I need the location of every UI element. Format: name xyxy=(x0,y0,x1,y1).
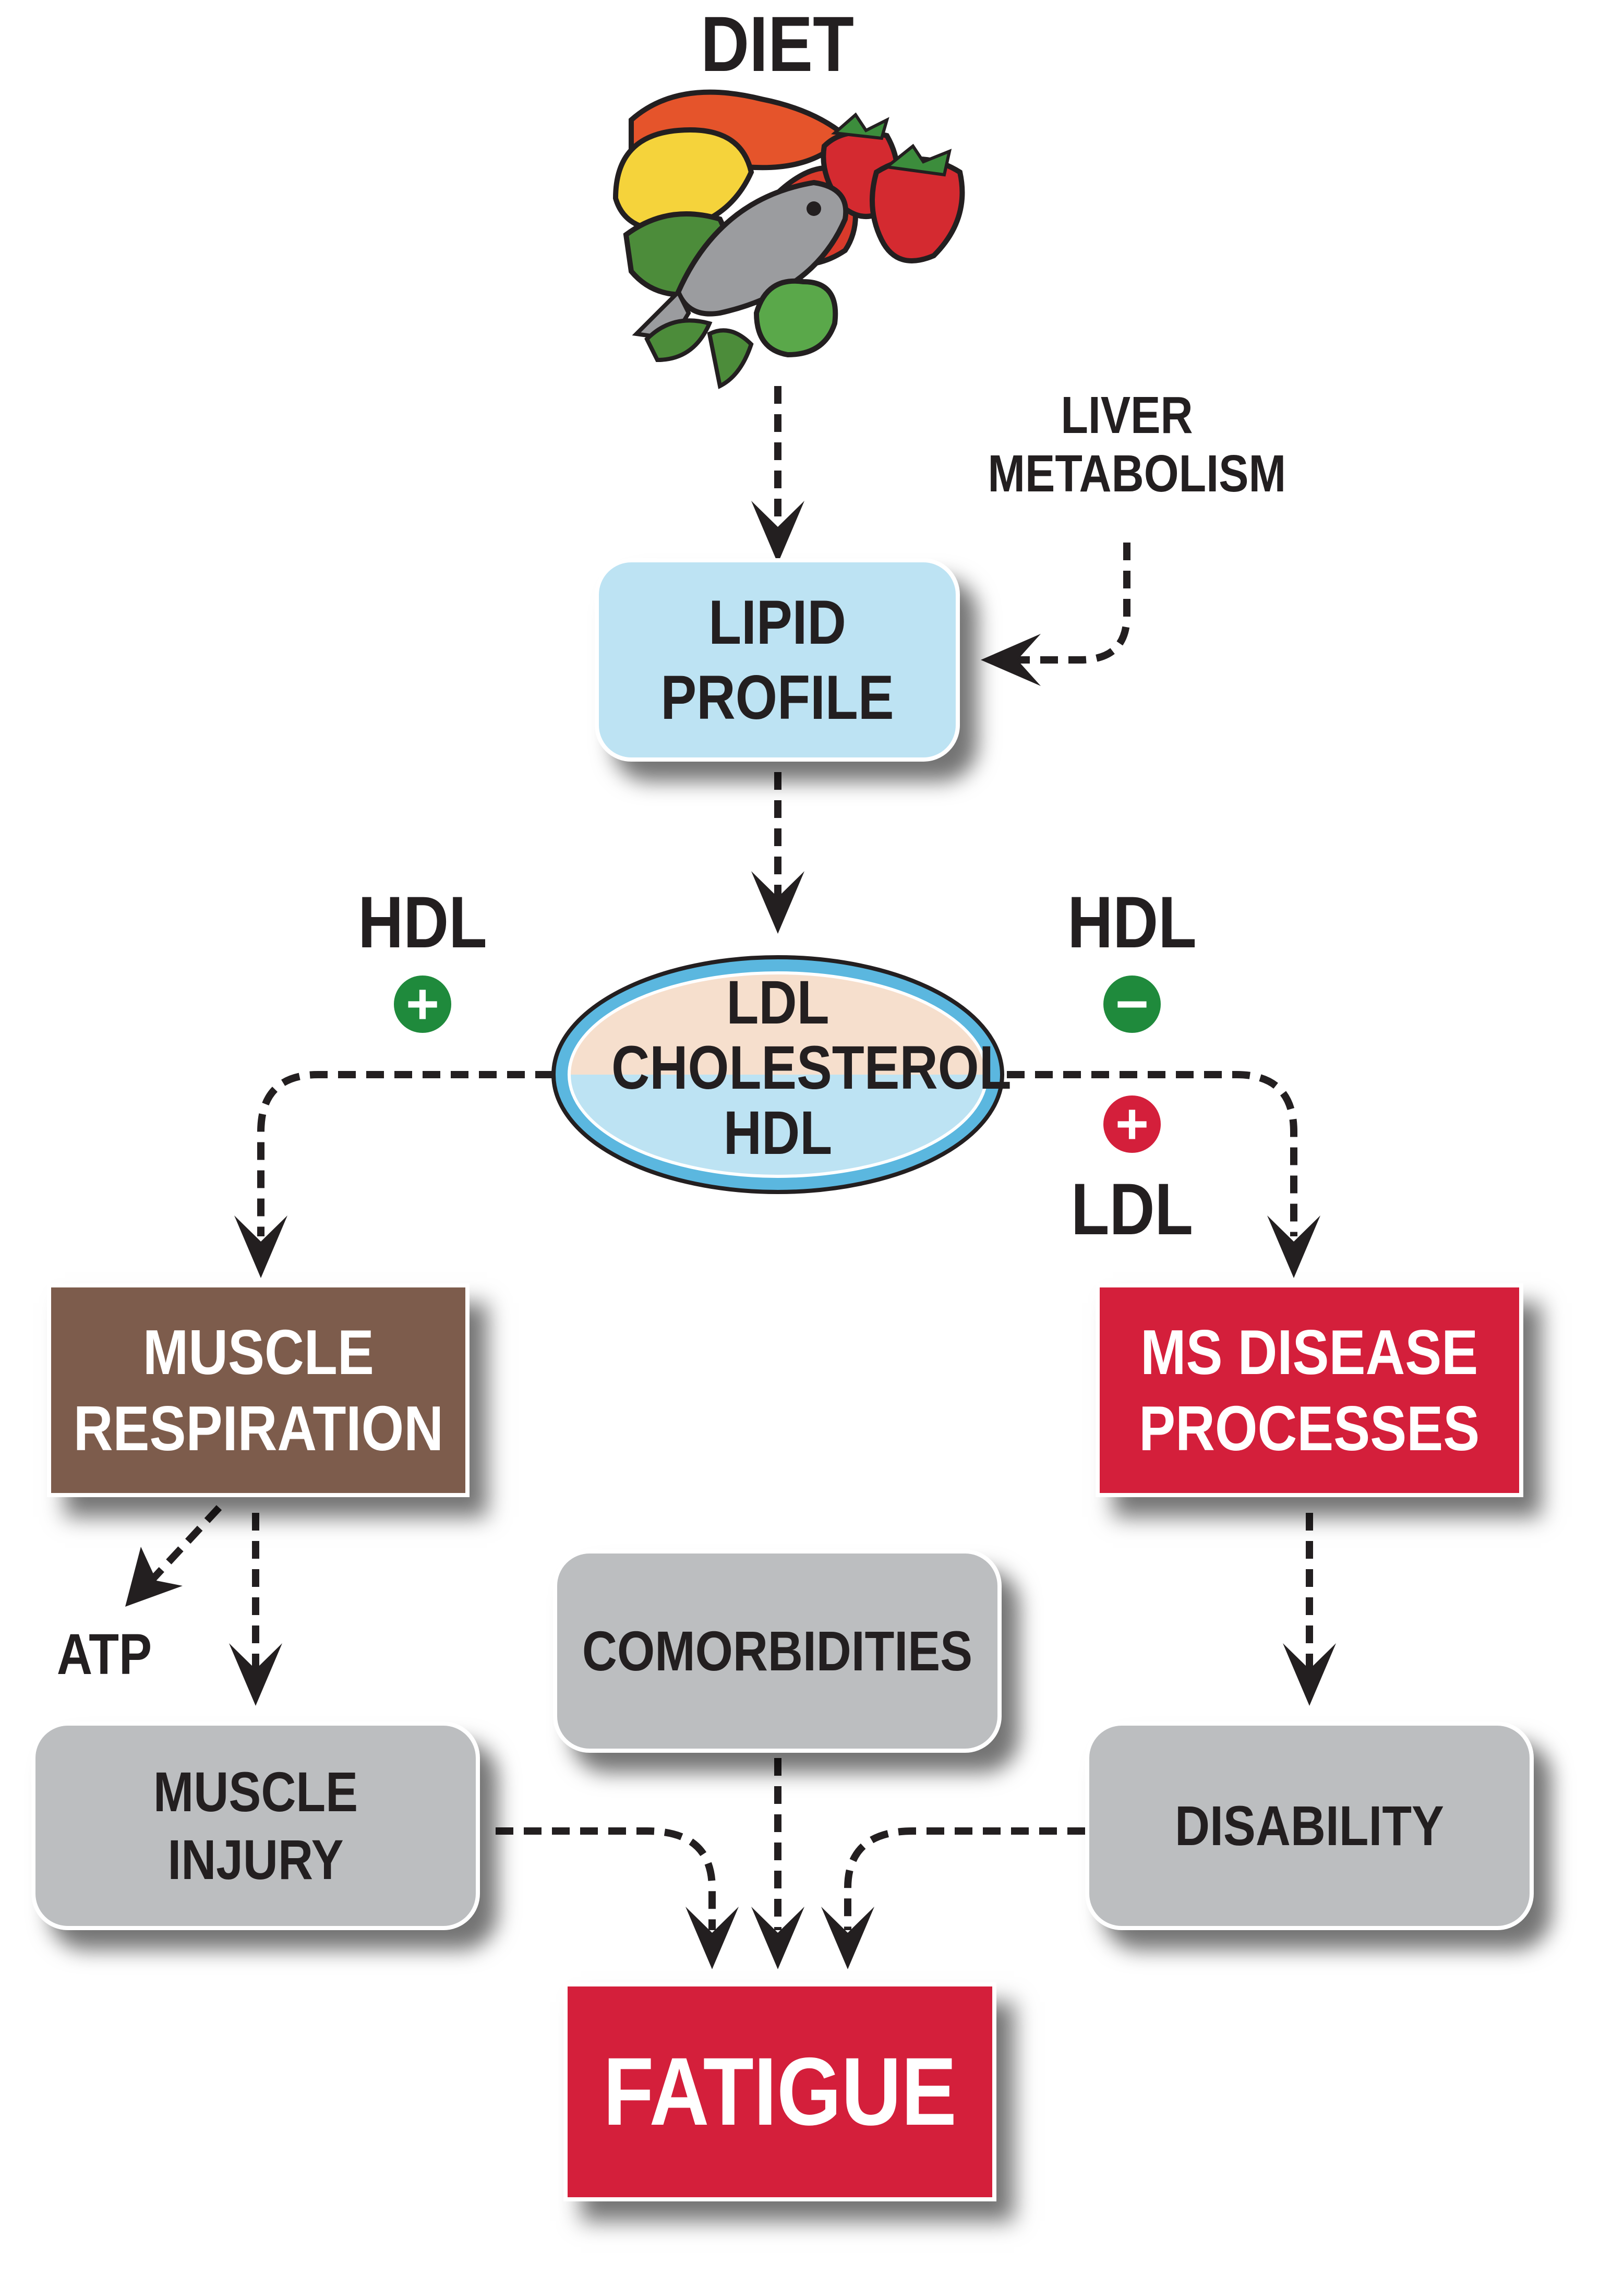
atp-label: ATP xyxy=(56,1622,152,1687)
ellipse-ldl: LDL xyxy=(726,968,829,1037)
plus-icon: + xyxy=(394,976,451,1033)
muscle-injury-box: MUSCLE INJURY xyxy=(31,1721,480,1930)
arrowhead-diet-lipid xyxy=(751,501,804,563)
arrowhead-disability xyxy=(1283,1643,1336,1706)
plus-red-icon: + xyxy=(1103,1095,1161,1153)
right-hdl-label: HDL xyxy=(1067,881,1197,963)
muscle-respiration-line1: MUSCLE xyxy=(142,1316,374,1388)
arrowhead-fatigue-mid xyxy=(751,1907,804,1969)
ellipse-hdl: HDL xyxy=(723,1099,833,1168)
lipid-profile-line1: LIPID xyxy=(708,587,846,657)
ellipse-cholesterol: CHOLESTEROL xyxy=(611,1033,1012,1103)
comorbidities-label: COMORBIDITIES xyxy=(582,1619,973,1683)
lipid-ellipse xyxy=(551,955,1004,1194)
ms-disease-line1: MS DISEASE xyxy=(1140,1316,1478,1388)
arrowhead-fatigue-right xyxy=(821,1907,874,1969)
liver-to-lipid-arrow xyxy=(1012,543,1130,664)
arrowhead-atp xyxy=(125,1547,183,1607)
muscle-injury-line1: MUSCLE xyxy=(153,1760,358,1824)
arrowhead-muscle-respiration xyxy=(234,1215,287,1278)
lipid-profile-line2: PROFILE xyxy=(660,663,894,732)
muscle-respiration-box: MUSCLE RESPIRATION xyxy=(47,1283,470,1497)
liver-metabolism-label: LIVER METABOLISM xyxy=(988,386,1286,503)
diet-title: DIET xyxy=(701,0,854,88)
food-group-icon xyxy=(612,89,965,389)
arrowhead-injury xyxy=(229,1643,282,1706)
muscle-respiration-to-atp-arrow xyxy=(148,1505,222,1583)
ellipse-to-muscle-respiration-arrow xyxy=(257,1071,553,1236)
disability-box: DISABILITY xyxy=(1085,1721,1534,1930)
comorbidities-box: COMORBIDITIES xyxy=(553,1549,1002,1753)
arrowhead-ms-disease xyxy=(1267,1215,1320,1278)
ellipse-text: LDL CHOLESTEROL HDL xyxy=(611,968,1012,1168)
fatigue-label: FATIGUE xyxy=(603,2038,957,2146)
ms-disease-box: MS DISEASE PROCESSES xyxy=(1096,1283,1523,1497)
liver-line2: METABOLISM xyxy=(988,444,1286,503)
left-hdl-label: HDL xyxy=(358,881,487,963)
fatigue-box: FATIGUE xyxy=(563,1982,996,2201)
ellipse-to-ms-disease-arrow xyxy=(1007,1071,1297,1236)
arrowhead-fatigue-left xyxy=(685,1907,739,1969)
disability-to-fatigue-arrow xyxy=(844,1827,1085,1930)
arrowhead-lipid-ellipse xyxy=(751,871,804,934)
muscle-respiration-line2: RESPIRATION xyxy=(73,1393,443,1464)
right-ldl-label: LDL xyxy=(1070,1168,1194,1250)
muscle-injury-to-fatigue-arrow xyxy=(496,1827,716,1930)
arrowhead-liver-lipid xyxy=(981,634,1041,686)
lipid-profile-box: LIPID PROFILE xyxy=(595,558,960,762)
liver-line1: LIVER xyxy=(1061,386,1193,444)
disability-label: DISABILITY xyxy=(1174,1794,1444,1858)
ms-disease-line2: PROCESSES xyxy=(1139,1393,1480,1464)
muscle-injury-line2: INJURY xyxy=(167,1828,344,1891)
minus-icon: − xyxy=(1103,976,1161,1033)
